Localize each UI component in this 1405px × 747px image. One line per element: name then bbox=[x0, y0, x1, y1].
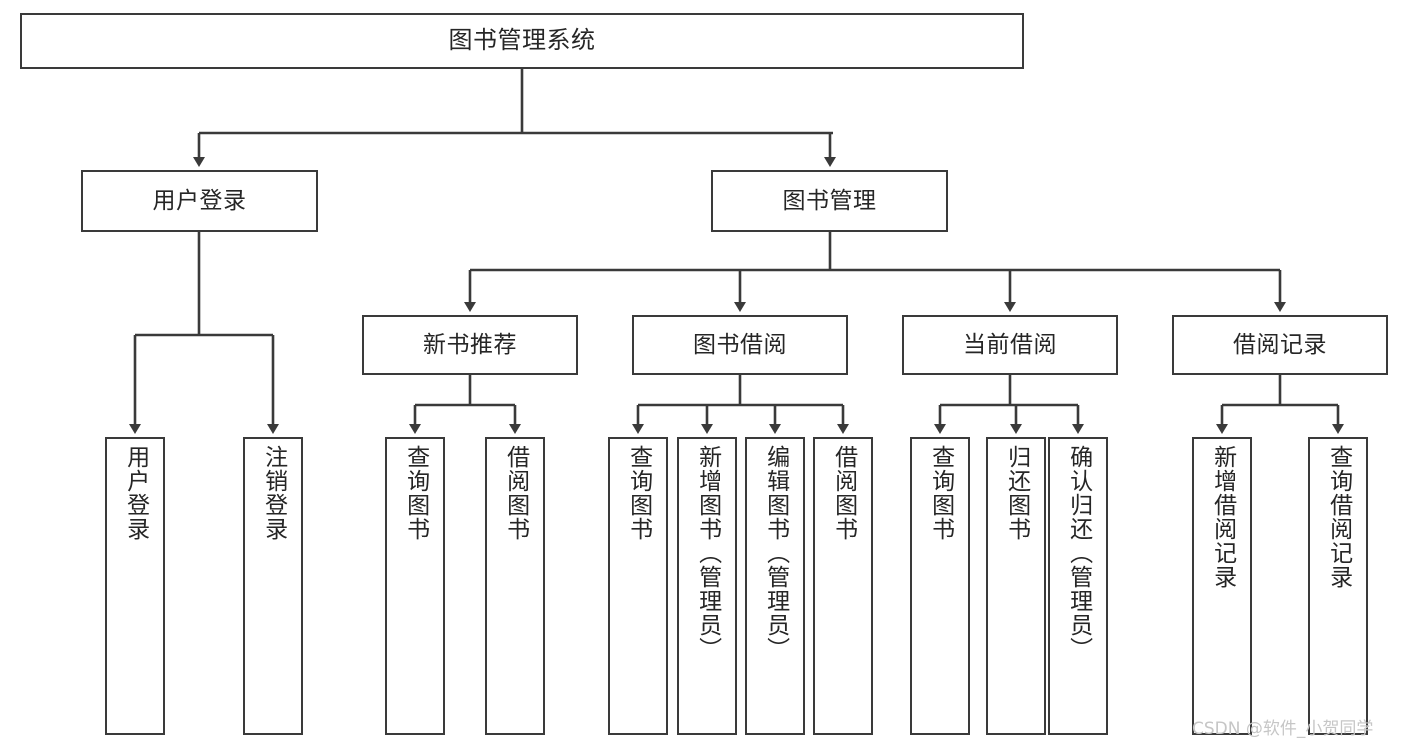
node-book-management[interactable]: 图书管理 bbox=[711, 170, 948, 232]
node-book-borrow[interactable]: 图书借阅 bbox=[632, 315, 848, 375]
node-label: 新增图书（管理员） bbox=[694, 445, 721, 661]
node-new-book-recommend[interactable]: 新书推荐 bbox=[362, 315, 578, 375]
node-label: 查询借阅记录 bbox=[1325, 445, 1352, 589]
node-label: 图书借阅 bbox=[693, 331, 787, 358]
leaf-query-book-current[interactable]: 查询图书 bbox=[910, 437, 970, 735]
node-label: 查询图书 bbox=[402, 445, 429, 541]
node-label: 借阅图书 bbox=[830, 445, 857, 541]
node-user-login[interactable]: 用户登录 bbox=[81, 170, 318, 232]
leaf-edit-book-admin[interactable]: 编辑图书（管理员） bbox=[745, 437, 805, 735]
node-label: 借阅图书 bbox=[502, 445, 529, 541]
leaf-borrow-book-newrec[interactable]: 借阅图书 bbox=[485, 437, 545, 735]
node-label: 借阅记录 bbox=[1233, 331, 1327, 358]
node-label: 新书推荐 bbox=[423, 331, 517, 358]
node-root-system[interactable]: 图书管理系统 bbox=[20, 13, 1024, 69]
node-label: 注销登录 bbox=[260, 445, 287, 541]
node-label: 查询图书 bbox=[625, 445, 652, 541]
node-label: 查询图书 bbox=[927, 445, 954, 541]
node-label: 图书管理 bbox=[782, 187, 877, 214]
leaf-borrow-book[interactable]: 借阅图书 bbox=[813, 437, 873, 735]
leaf-confirm-return-admin[interactable]: 确认归还（管理员） bbox=[1048, 437, 1108, 735]
leaf-query-book-borrow[interactable]: 查询图书 bbox=[608, 437, 668, 735]
leaf-logout-login[interactable]: 注销登录 bbox=[243, 437, 303, 735]
node-borrow-record[interactable]: 借阅记录 bbox=[1172, 315, 1388, 375]
node-label: 用户登录 bbox=[122, 445, 149, 541]
node-label: 确认归还（管理员） bbox=[1065, 445, 1092, 661]
node-label: 用户登录 bbox=[152, 187, 247, 214]
leaf-user-login[interactable]: 用户登录 bbox=[105, 437, 165, 735]
node-label: 当前借阅 bbox=[963, 331, 1057, 358]
leaf-query-book-newrec[interactable]: 查询图书 bbox=[385, 437, 445, 735]
node-label: 新增借阅记录 bbox=[1209, 445, 1236, 589]
leaf-query-borrow-record[interactable]: 查询借阅记录 bbox=[1308, 437, 1368, 735]
leaf-return-book[interactable]: 归还图书 bbox=[986, 437, 1046, 735]
node-label: 归还图书 bbox=[1003, 445, 1030, 541]
node-current-borrow[interactable]: 当前借阅 bbox=[902, 315, 1118, 375]
node-label: 编辑图书（管理员） bbox=[762, 445, 789, 661]
node-label: 图书管理系统 bbox=[448, 26, 596, 55]
leaf-add-book-admin[interactable]: 新增图书（管理员） bbox=[677, 437, 737, 735]
leaf-add-borrow-record[interactable]: 新增借阅记录 bbox=[1192, 437, 1252, 735]
csdn-watermark: CSDN @软件_小贺同学 bbox=[1192, 719, 1374, 739]
